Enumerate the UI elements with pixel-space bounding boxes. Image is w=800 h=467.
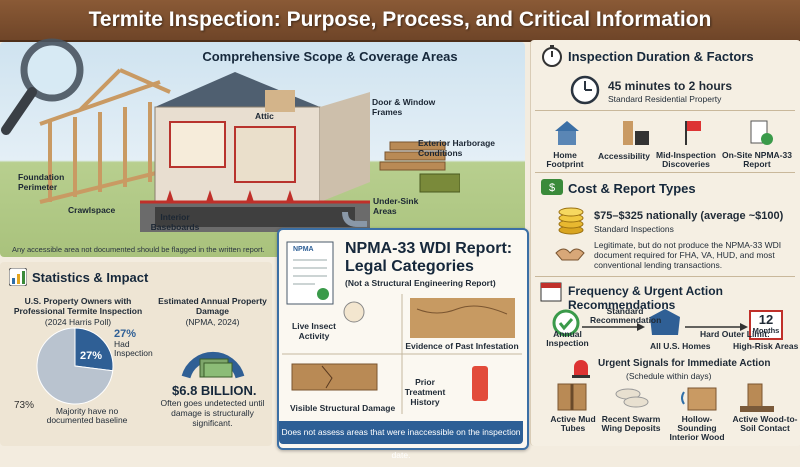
urgent-signal-icons	[557, 383, 774, 412]
freq-months-word: Months	[752, 326, 780, 335]
handshake-icon	[555, 248, 585, 261]
factor-accessibility: Accessibility	[598, 151, 650, 161]
freq-all-homes: All U.S. Homes	[650, 341, 711, 351]
pie-slice-label-inner: 27%	[80, 350, 103, 362]
npma-logo-text: NPMA	[293, 246, 314, 253]
stopwatch-icon	[542, 45, 562, 67]
owners-heading: U.S. Property Owners with Professional T…	[13, 296, 143, 316]
factor-mid-inspection: Mid-Inspection Discoveries	[656, 150, 716, 169]
npma-cell-prior: Prior Treatment History	[404, 377, 446, 407]
stats-title: Statistics & Impact	[32, 270, 149, 285]
callout-door-window: Door & Window Frames	[372, 97, 436, 117]
callout-crawlspace: Crawlspace	[68, 205, 116, 215]
npma-cell-structural: Visible Structural Damage	[290, 403, 396, 413]
pie-left-label: 73%	[14, 400, 35, 411]
signal-wood-soil: Active Wood-to-Soil Contact	[732, 414, 798, 433]
freq-standard-rec: Standard Recommendation	[590, 306, 662, 325]
npma-grid	[282, 294, 522, 414]
divider-3	[535, 276, 795, 277]
header-bar	[0, 0, 800, 42]
factor-icons	[555, 120, 773, 145]
scope-title: Comprehensive Scope & Coverage Areas	[202, 49, 458, 64]
svg-text:$: $	[549, 182, 555, 194]
frequency-title: Frequency & Urgent Action Recommendation…	[568, 284, 723, 312]
cost-title: Cost & Report Types	[568, 181, 696, 196]
pie-slice-label-outer: 27%	[114, 328, 137, 340]
factor-home-footprint: Home Footprint	[546, 150, 584, 169]
scope-note: Any accessible area not documented shoul…	[12, 245, 265, 254]
siren-icon	[572, 360, 590, 378]
npma-subtitle: (Not a Structural Engineering Report)	[345, 278, 496, 288]
calendar-icon	[540, 282, 562, 302]
urgent-sub: (Schedule within days)	[626, 371, 712, 381]
frequency-graphic	[552, 309, 783, 340]
report-document-icon	[286, 241, 334, 305]
owners-pie-chart	[36, 327, 114, 405]
coins-icon	[558, 207, 584, 235]
divider-2	[535, 172, 795, 173]
npma-title: NPMA-33 WDI Report: Legal Categories	[345, 240, 513, 275]
page-title: Termite Inspection: Purpose, Process, an…	[88, 8, 712, 31]
house-illustration	[39, 68, 460, 232]
npma-cell-live: Live Insect Activity	[292, 321, 336, 341]
owners-source: (2024 Harris Poll)	[44, 317, 112, 327]
divider-1	[535, 110, 795, 111]
clock-icon	[570, 75, 600, 105]
npma-cell-past: Evidence of Past Infestation	[405, 341, 519, 351]
duration-time: 45 minutes to 2 hours	[608, 79, 733, 93]
magnifier-icon	[1, 38, 84, 135]
freq-hard-outer: Hard Outer Limit:	[700, 329, 770, 339]
duration-title: Inspection Duration & Factors	[568, 49, 754, 64]
callout-exterior: Exterior Harborage Conditions	[418, 138, 495, 158]
duration-time-sub: Standard Residential Property	[608, 94, 722, 104]
cost-note: Legitimate, but do not produce the NPMA-…	[594, 240, 782, 270]
right-column	[530, 40, 800, 446]
majority-note: Majority have no documented baseline	[46, 406, 128, 425]
callout-foundation: Foundation Perimeter	[18, 172, 65, 192]
freq-high-risk: High-Risk Areas	[733, 341, 799, 351]
factor-onsite-report: On-Site NPMA-33 Report	[722, 150, 792, 169]
damage-gauge-icon	[181, 351, 245, 379]
pie-slice-inspected	[74, 327, 114, 372]
signal-hollow-wood: Hollow-Sounding Interior Wood	[669, 414, 725, 442]
had-inspection-label: Had Inspection	[114, 339, 153, 358]
pie-slice-not-inspected	[36, 327, 114, 405]
bar-chart-icon	[9, 268, 27, 286]
signal-mud-tubes: Active Mud Tubes	[550, 414, 596, 433]
callout-under-sink: Under-Sink Areas	[373, 196, 419, 216]
damage-source: (NPMA, 2024)	[185, 317, 240, 327]
damage-note: Often goes undetected until damage is st…	[160, 398, 265, 428]
freq-months-num: 12	[758, 312, 774, 327]
cost-price: $75–$325 nationally (average ~$100)	[594, 210, 784, 222]
callout-baseboards: Interior Baseboards	[150, 212, 200, 232]
cost-price-sub: Standard Inspections	[594, 224, 674, 234]
damage-value: $6.8 BILLION.	[172, 383, 257, 398]
urgent-title: Urgent Signals for Immediate Action	[598, 358, 771, 369]
freq-annual: Annual Inspection	[546, 329, 589, 348]
callout-attic: Attic	[255, 111, 274, 121]
signal-swarm-wings: Recent Swarm Wing Deposits	[601, 414, 661, 433]
money-icon: $	[541, 179, 563, 195]
npma-footer: Does not assess areas that were inaccess…	[279, 421, 523, 460]
damage-heading: Estimated Annual Property Damage	[158, 296, 267, 316]
